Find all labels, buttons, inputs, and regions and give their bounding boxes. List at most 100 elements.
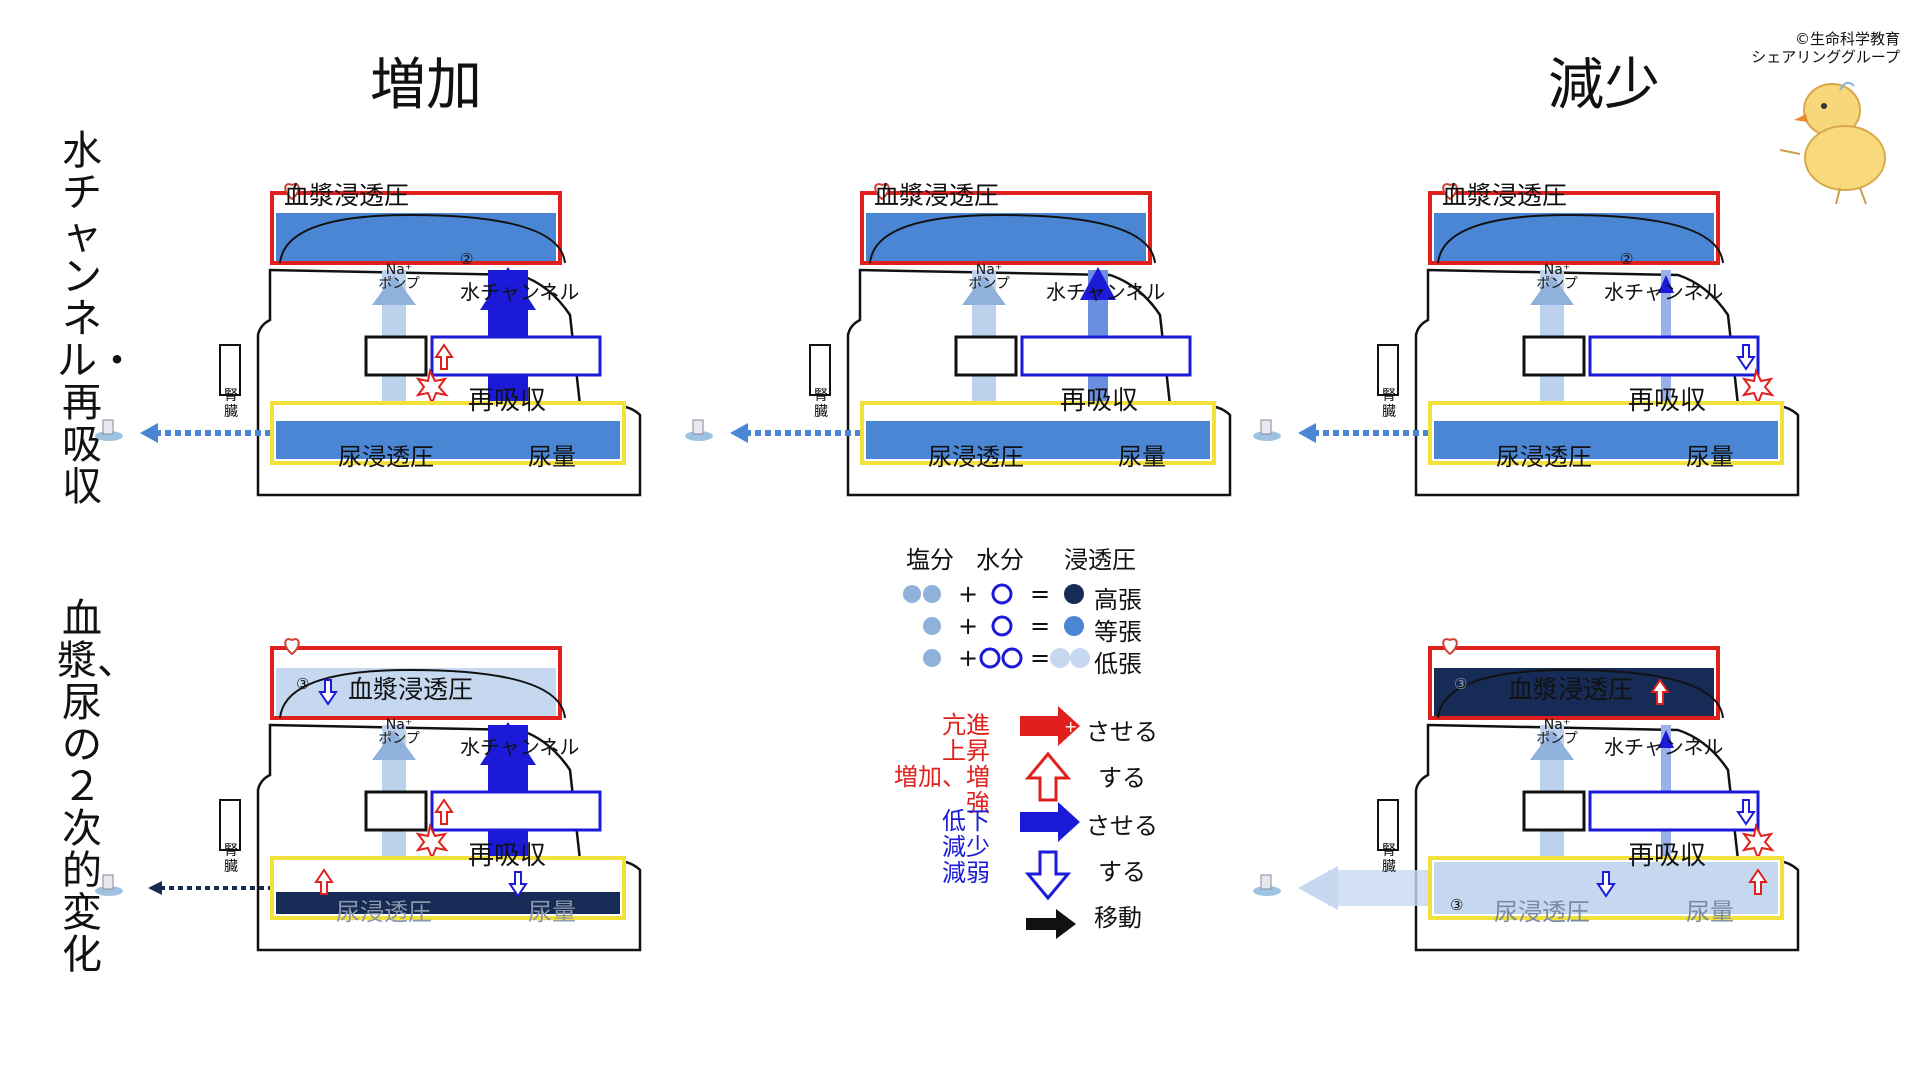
row-label-text: 血漿、尿の２次的変化 <box>57 596 137 978</box>
up-arrow-icon <box>1650 678 1670 705</box>
reabsorption-label: 再吸収 <box>1060 386 1139 416</box>
hypotonic-dot <box>1050 648 1070 668</box>
reabsorption-label: 再吸収 <box>1628 841 1707 871</box>
urine-vol-label: 尿量 <box>1686 443 1734 471</box>
legend-move: 移動 <box>1094 904 1142 932</box>
kidney-label: 腎臓 <box>1382 843 1396 875</box>
blue-right-arrow-icon <box>1020 802 1080 842</box>
step3-mark: ③ <box>1454 675 1468 693</box>
legend-make-red: させる <box>1086 718 1158 746</box>
chick-drawing <box>1780 81 1886 205</box>
urine-vol-label: 尿量 <box>1686 898 1734 926</box>
up-arrow-icon <box>1748 868 1768 895</box>
na-pump-label: Na⁺ ポンプ <box>1529 263 1585 291</box>
salt-arrow <box>372 275 416 305</box>
water-channel-label: 水チャンネル <box>1604 735 1724 759</box>
legend-do-red: する <box>1098 764 1146 792</box>
heart-icon <box>284 638 300 656</box>
urine-fill <box>276 421 620 459</box>
kidney-label: 腎臓 <box>224 388 238 420</box>
panel-decrease-reabsorption <box>1253 183 1800 497</box>
na-pump-label: Na⁺ ポンプ <box>961 263 1017 291</box>
up-arrow-icon <box>434 343 454 370</box>
urine-vol-label: 尿量 <box>1118 443 1166 471</box>
toilet-icon <box>95 419 123 441</box>
down-arrow-icon <box>318 679 338 706</box>
panel-normal-reabsorption <box>685 183 1232 497</box>
legend-plus: + <box>958 580 979 608</box>
down-arrow-icon <box>1736 344 1756 371</box>
down-arrow-icon <box>1596 871 1616 898</box>
plasma-label: 血漿浸透圧 <box>874 181 1000 210</box>
toilet-icon <box>1253 874 1281 896</box>
water-channel-label: 水チャンネル <box>460 280 580 304</box>
panel-increase-reabsorption <box>95 183 642 497</box>
red-word: 増加、増強 <box>894 763 990 817</box>
isotonic-dot <box>1064 616 1084 636</box>
water-channel-label: 水チャンネル <box>1046 280 1166 304</box>
urine-osm-label: 尿浸透圧 <box>1494 898 1590 926</box>
legend-eq: = <box>1030 580 1051 608</box>
copyright-line1: ©生命科学教育 <box>1794 30 1900 48</box>
black-move-arrow-icon <box>1026 909 1076 939</box>
legend-osm-header: 浸透圧 <box>1064 546 1136 574</box>
down-arrow-icon <box>508 871 528 898</box>
legend-hypotonic: 低張 <box>1094 650 1142 678</box>
blue-word: 減少 <box>942 833 990 861</box>
heart-icon <box>1442 638 1458 656</box>
water-channel-box <box>430 335 602 377</box>
panel-increase-secondary <box>95 638 642 952</box>
legend-blue-words: 低下 減少 減弱 <box>880 808 990 886</box>
pump-top: Na⁺ <box>1543 262 1571 278</box>
water-channel-label: 水チャンネル <box>1604 280 1724 304</box>
up-arrow-icon <box>314 868 334 895</box>
water-channel-label: 水チャンネル <box>460 735 580 759</box>
legend-water-header: 水分 <box>976 546 1024 574</box>
header-decrease: 減少 <box>1548 53 1660 118</box>
pump-bottom: ポンプ <box>1536 276 1578 292</box>
water-arrow <box>480 267 536 310</box>
pump-bottom: ポンプ <box>1536 731 1578 747</box>
legend-osmolarity-key <box>903 583 1090 669</box>
reabsorption-label: 再吸収 <box>468 386 547 416</box>
legend-make-blue: させる <box>1086 812 1158 840</box>
legend-isotonic: 等張 <box>1094 618 1142 646</box>
blue-down-arrow-icon <box>1024 850 1072 901</box>
copyright-line2: シェアリンググループ <box>1751 48 1900 66</box>
hypertonic-dot <box>1064 584 1084 604</box>
toilet-icon <box>685 419 713 441</box>
legend-do-blue: する <box>1098 858 1146 886</box>
pump-top: Na⁺ <box>1543 717 1571 733</box>
heart-icon <box>284 183 300 201</box>
legend-plus: + <box>958 612 979 640</box>
red-up-arrow-icon <box>1024 751 1072 802</box>
na-pump-label: Na⁺ ポンプ <box>371 718 427 746</box>
reabsorption-label: 再吸収 <box>468 841 547 871</box>
down-arrow-icon <box>1736 799 1756 826</box>
pump-top: Na⁺ <box>385 717 413 733</box>
heart-icon <box>1442 183 1458 201</box>
copyright: ©生命科学教育 シェアリンググループ <box>1690 30 1900 66</box>
step3-mark: ③ <box>296 675 310 693</box>
pump-bottom: ポンプ <box>968 276 1010 292</box>
up-arrow-icon <box>434 798 454 825</box>
plasma-label: 血漿浸透圧 <box>284 181 410 210</box>
row-label-secondary-change: 血漿、尿の２次的変化 <box>57 598 137 976</box>
blue-word: 低下 <box>942 807 990 835</box>
pump-top: Na⁺ <box>975 262 1003 278</box>
toilet-icon <box>1253 419 1281 441</box>
salt-dot <box>923 585 941 603</box>
kidney-label: 腎臓 <box>814 388 828 420</box>
urine-vol-label: 尿量 <box>528 443 576 471</box>
header-increase: 増加 <box>370 53 482 118</box>
step3-mark: ③ <box>1450 896 1464 914</box>
urine-vol-label: 尿量 <box>528 898 576 926</box>
urine-osm-label: 尿浸透圧 <box>1496 443 1592 471</box>
kidney-label: 腎臓 <box>224 843 238 875</box>
red-right-arrow-icon <box>1020 706 1080 746</box>
step2-mark: ② <box>460 250 474 268</box>
plasma-label: 血漿浸透圧 <box>1442 181 1568 210</box>
toilet-icon <box>95 874 123 896</box>
panel-decrease-secondary <box>1253 638 1800 952</box>
plasma-label: 血漿浸透圧 <box>1508 675 1634 704</box>
